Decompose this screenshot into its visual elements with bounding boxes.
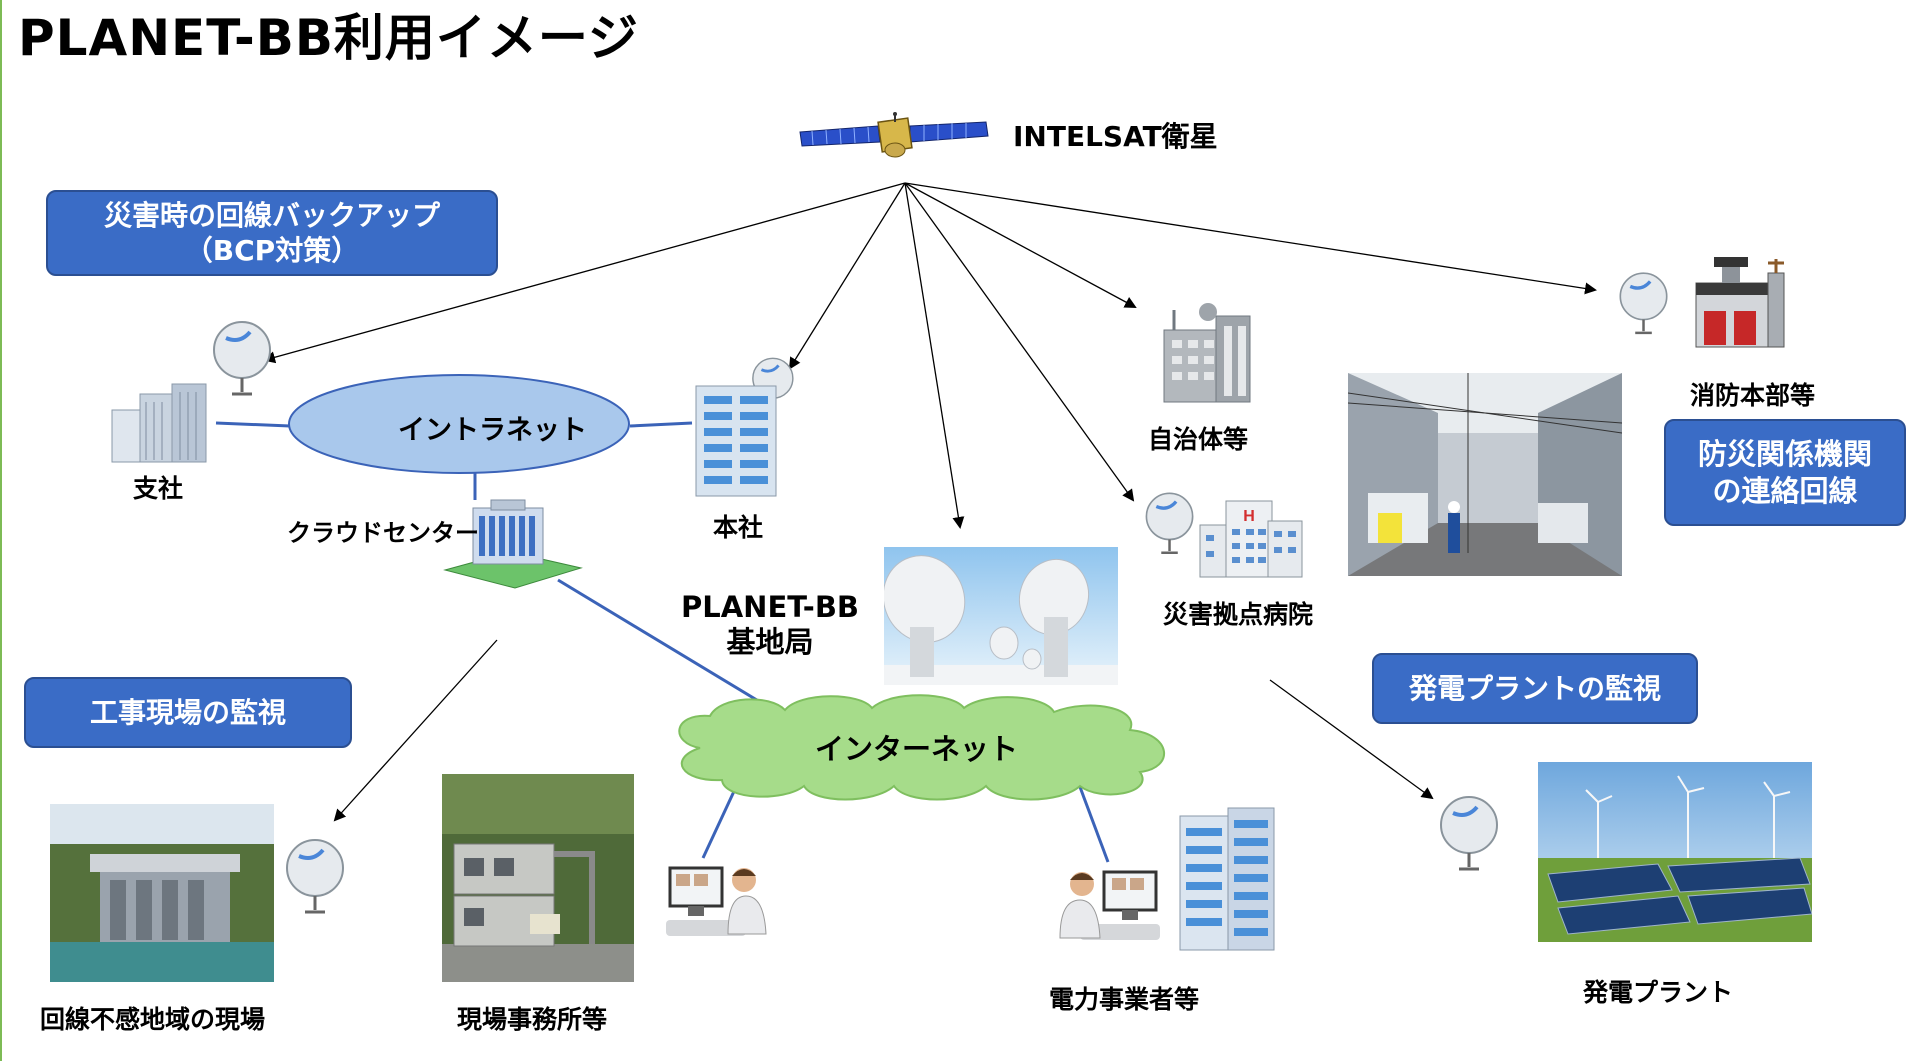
arrow-to-branch: [263, 182, 906, 364]
bcp-callout-line1: 災害時の回線バックアップ: [103, 199, 440, 232]
link-intranet-head: [629, 421, 693, 428]
power-plant-photo: [1538, 762, 1812, 942]
bcp-callout: 災害時の回線バックアップ （BCP対策）: [46, 190, 498, 276]
hospital-building-icon: H: [1199, 500, 1303, 578]
head-office-building-icon: [695, 385, 777, 497]
arrow-to-municipality: [904, 182, 1137, 308]
head-office-label: 本社: [713, 513, 764, 542]
disaster-hospital-label: 災害拠点病院: [1163, 600, 1314, 629]
power-company-building-icon: [1179, 807, 1275, 951]
power-plant-monitor-callout: 発電プラントの監視: [1372, 653, 1698, 724]
bcp-callout-line2: （BCP対策）: [184, 234, 360, 267]
link-internet-operator1: [701, 786, 738, 859]
svg-text:H: H: [1243, 508, 1255, 525]
cloud-center-label: クラウドセンター: [287, 519, 479, 547]
arrow-to-hospital: [904, 182, 1135, 502]
site-office-label: 現場事務所等: [457, 1005, 608, 1034]
internet-cloud: [678, 694, 1166, 801]
base-station-photo: [884, 547, 1118, 685]
arrow-to-fire-hq: [904, 182, 1597, 295]
disaster-prevention-line2: の連絡回線: [1712, 473, 1858, 508]
branch-label: 支社: [133, 474, 184, 503]
fire-hq-building-icon: [1695, 257, 1785, 348]
cloud-center-building-icon: [443, 499, 583, 589]
power-company-label: 電力事業者等: [1049, 985, 1200, 1014]
municipality-label: 自治体等: [1148, 425, 1249, 454]
intranet-label: イントラネット: [398, 415, 587, 446]
disaster-street-photo: [1348, 373, 1622, 576]
municipality-building-icon: [1163, 303, 1251, 403]
branch-building-icon: [111, 383, 207, 463]
disaster-prevention-callout: 防災関係機関 の連絡回線: [1664, 419, 1906, 526]
arrow-to-remote-site: [333, 639, 498, 822]
disaster-prevention-line1: 防災関係機関: [1697, 437, 1872, 472]
satellite-dish-icon: [1440, 796, 1498, 871]
satellite-dish-icon: [1619, 272, 1668, 335]
operator-monitor-icon: [666, 866, 767, 936]
fire-hq-label: 消防本部等: [1690, 381, 1816, 410]
base-station-label-line2: 基地局: [726, 624, 814, 659]
arrow-to-power-plant: [1269, 679, 1434, 800]
page-title: PLANET-BB利用イメージ: [18, 9, 639, 67]
satellite-dish-icon: [213, 321, 271, 396]
satellite-label: INTELSAT衛星: [1013, 120, 1218, 153]
construction-callout-text: 工事現場の監視: [89, 696, 286, 729]
arrow-to-base-station: [904, 182, 965, 529]
satellite-dish-icon: [286, 839, 344, 914]
intranet-cloud: [288, 374, 630, 474]
construction-callout: 工事現場の監視: [24, 677, 352, 748]
power-plant-label: 発電プラント: [1583, 978, 1734, 1007]
operator-monitor-icon: [1059, 870, 1160, 940]
link-branch-intranet: [215, 421, 291, 428]
power-plant-monitor-text: 発電プラントの監視: [1408, 672, 1661, 705]
left-accent-rule: [0, 0, 2, 1061]
satellite-dish-icon: [1145, 492, 1194, 554]
link-cloud-internet: [557, 578, 771, 710]
link-internet-operator2: [1078, 786, 1110, 863]
remote-site-label: 回線不感地域の現場: [40, 1005, 266, 1034]
satellite-icon: [799, 112, 989, 158]
base-station-label: PLANET-BB 基地局: [681, 590, 859, 660]
internet-label: インターネット: [815, 732, 1019, 766]
base-station-label-line1: PLANET-BB: [681, 590, 860, 624]
arrow-to-head-office: [788, 182, 906, 370]
site-office-photo: [442, 774, 634, 982]
dam-photo: [50, 804, 274, 982]
